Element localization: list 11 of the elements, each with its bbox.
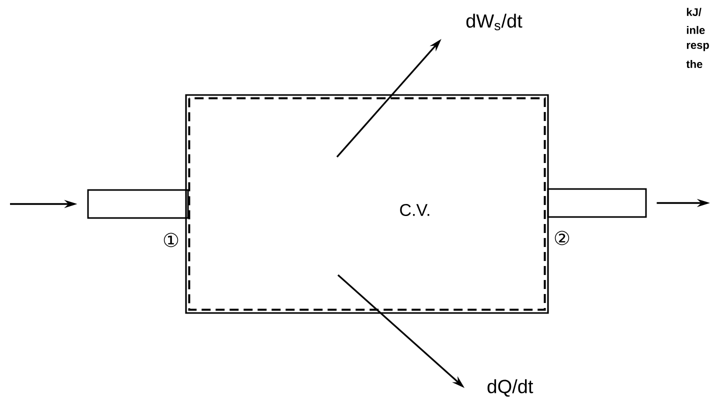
station-number: ② xyxy=(554,230,570,246)
pipe xyxy=(87,189,189,219)
page-text-fragment: the xyxy=(686,60,702,68)
page-text-fragment: kJ/ xyxy=(686,8,702,16)
flow-label: dW$_{s}$/dt xyxy=(466,14,522,30)
page-text-fragment: inle xyxy=(686,26,705,34)
station-number: ① xyxy=(164,232,178,248)
flow-label: dQ/dt xyxy=(488,379,534,397)
page-text-fragment: resp xyxy=(686,42,709,52)
pipe xyxy=(547,188,647,218)
control-volume-box: C.V. xyxy=(185,94,549,314)
